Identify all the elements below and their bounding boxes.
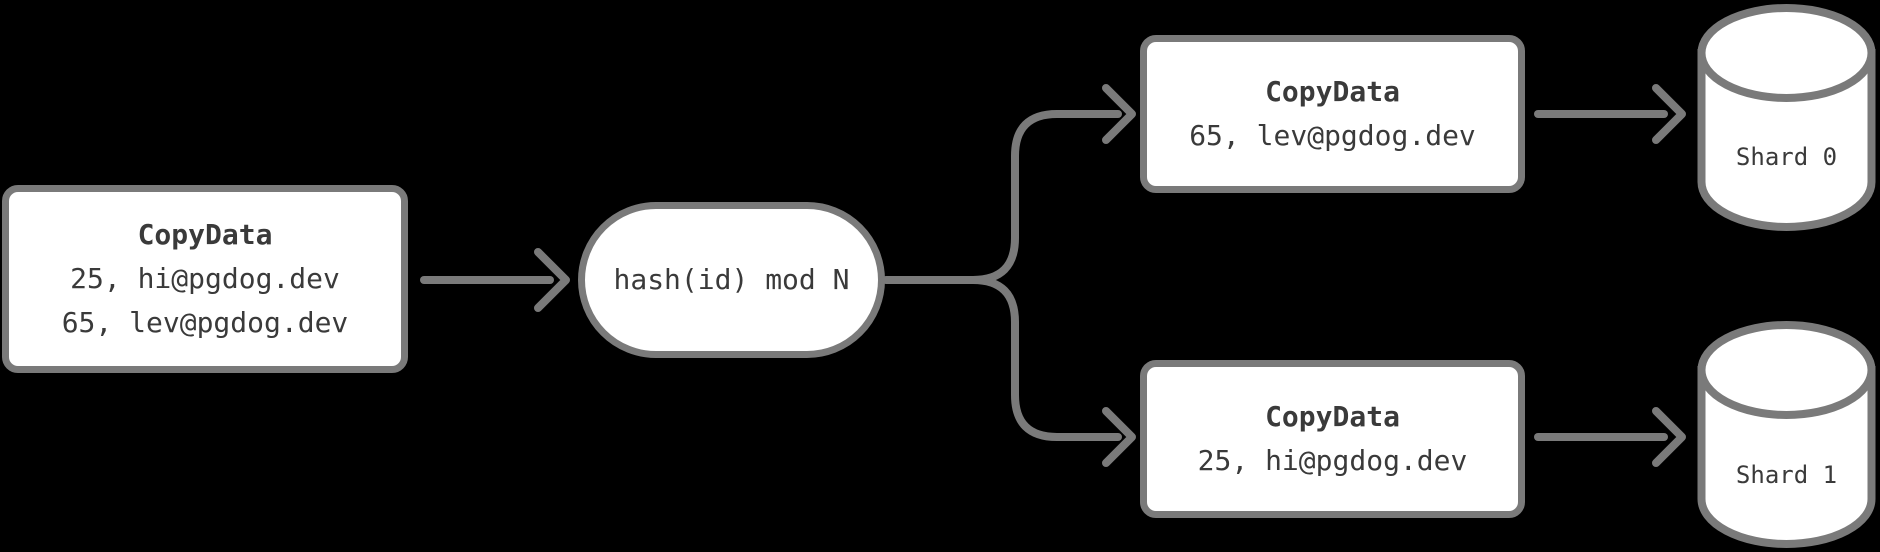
arrow-to-shard1-box-head-icon	[1102, 407, 1136, 467]
shard1-box-title: CopyData	[1265, 400, 1400, 433]
shard1-copydata-box: CopyData 25, hi@pgdog.dev	[1140, 360, 1525, 518]
hash-router-label: hash(id) mod N	[613, 263, 850, 296]
source-box-row: 25, hi@pgdog.dev	[70, 262, 340, 295]
shard0-box-title: CopyData	[1265, 75, 1400, 108]
shard0-cylinder-label: Shard 0	[1735, 143, 1838, 171]
fork-lower-branch	[969, 276, 1122, 441]
source-box-title: CopyData	[137, 218, 273, 251]
arrow-shard0-box-to-db-head-icon	[1652, 84, 1686, 144]
source-copydata-box: CopyData 25, hi@pgdog.dev 65, lev@pgdog.…	[2, 185, 408, 373]
arrow-to-shard0-box-head-icon	[1102, 84, 1136, 144]
fork-upper-branch	[882, 110, 1122, 284]
arrow-shard1-box-to-db-head-icon	[1652, 407, 1686, 467]
shard0-database-cylinder-icon	[1697, 4, 1876, 231]
shard0-box-row: 65, lev@pgdog.dev	[1189, 119, 1476, 152]
hash-router-pill: hash(id) mod N	[578, 202, 885, 358]
shard0-copydata-box: CopyData 65, lev@pgdog.dev	[1140, 35, 1525, 193]
shard1-cylinder-label: Shard 1	[1735, 461, 1838, 489]
source-box-row: 65, lev@pgdog.dev	[61, 306, 349, 339]
shard1-database-cylinder-icon	[1697, 321, 1876, 548]
arrow-source-to-router-head-icon	[534, 248, 570, 312]
shard1-box-row: 25, hi@pgdog.dev	[1197, 444, 1468, 477]
